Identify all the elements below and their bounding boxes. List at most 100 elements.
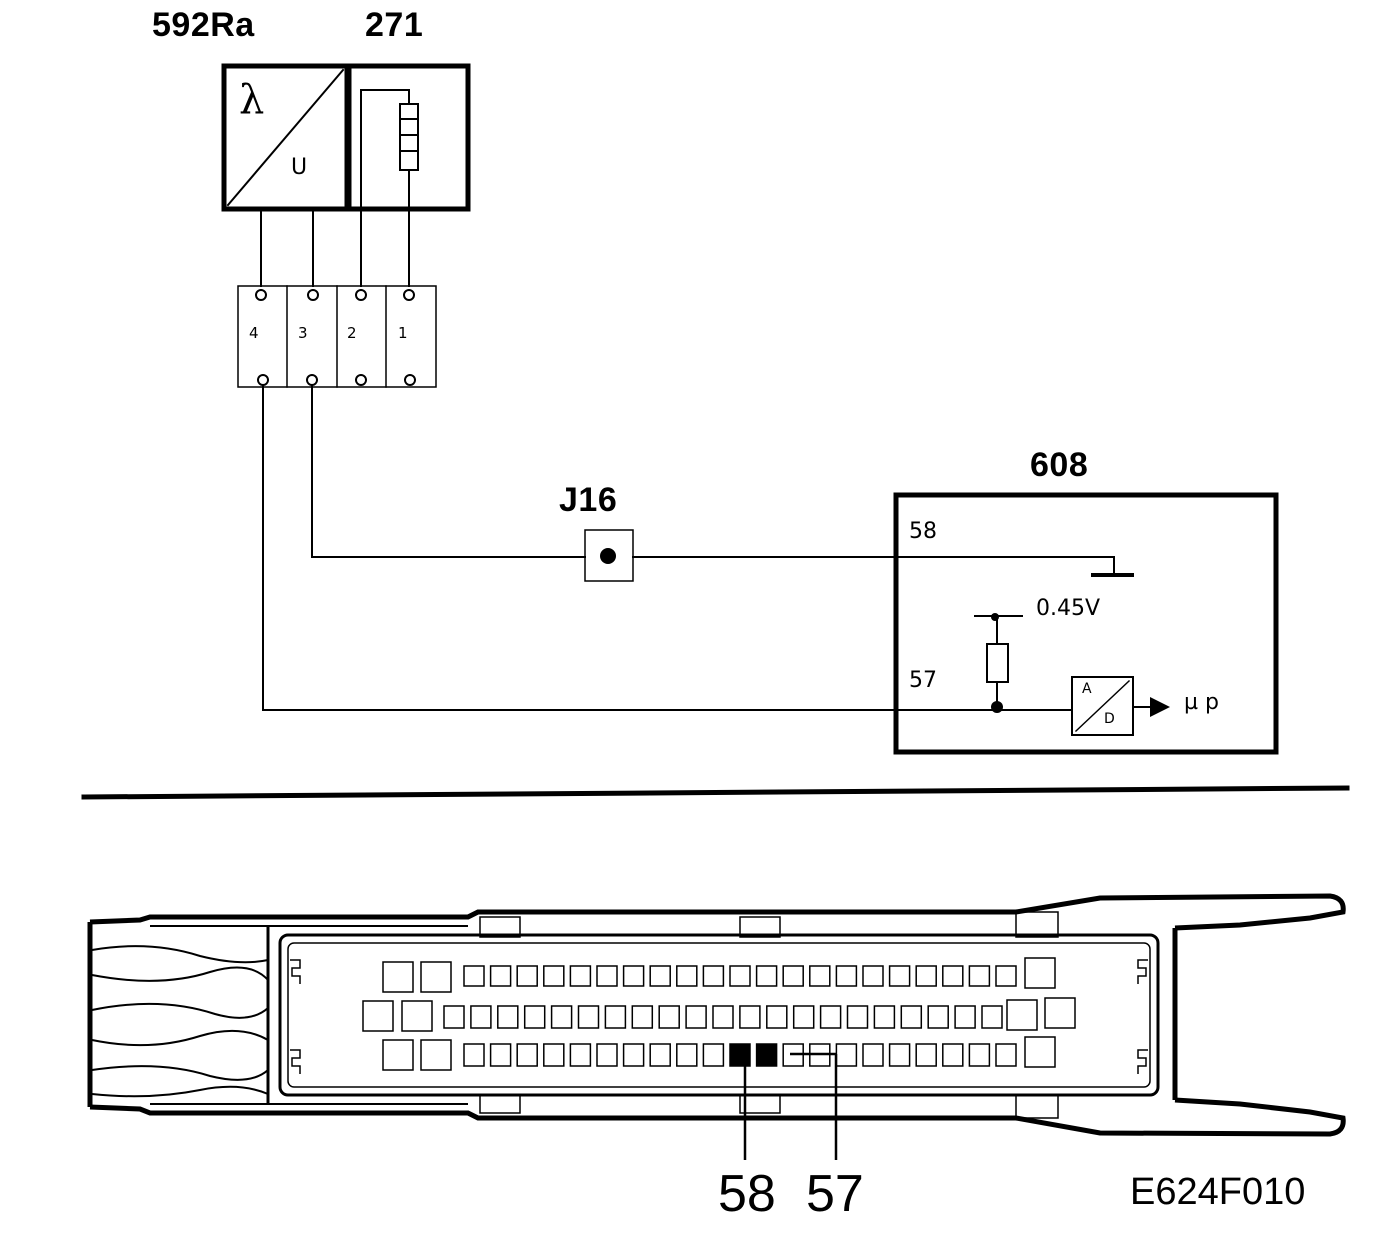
ecu-608-box — [893, 492, 1279, 755]
ecu-pin-large — [1006, 999, 1038, 1031]
section-divider — [81, 785, 1350, 800]
ecu-pin — [835, 1043, 858, 1067]
ecu-pin — [755, 965, 778, 987]
ecu-pin — [712, 1005, 734, 1029]
ecu-pin — [995, 1043, 1017, 1067]
ecu-pin-large — [420, 1039, 452, 1071]
ecu-pin-large — [1024, 1036, 1056, 1068]
ecu-pin-large — [382, 961, 414, 993]
ecu-pin — [676, 1043, 698, 1067]
ecu-pin — [604, 1005, 627, 1029]
ecu-pin-57-label: 57 — [909, 668, 937, 693]
ecu-pin — [782, 965, 804, 987]
callout-pin-57: 57 — [806, 1165, 864, 1223]
ecu-pin-large — [362, 1000, 394, 1032]
ecu-pin — [888, 965, 911, 987]
ecu-pin — [739, 1005, 761, 1029]
ecu-pin — [622, 1043, 645, 1067]
ecu-pin — [835, 965, 858, 987]
voltage-symbol: U — [291, 155, 308, 180]
ecu-pin — [942, 1043, 964, 1067]
ecu-pin — [516, 1043, 538, 1067]
ecu-pin — [569, 1043, 592, 1067]
ecu-pin — [631, 1005, 654, 1029]
adc-output-arrow — [1150, 697, 1170, 717]
ecu-pin — [577, 1005, 600, 1029]
ecu-pin — [995, 965, 1017, 987]
ecu-pin — [809, 965, 831, 987]
ecu-pin — [915, 1043, 937, 1067]
ecu-pin — [981, 1005, 1003, 1029]
ecu-pin-large — [1024, 957, 1056, 989]
ecu-pin — [550, 1005, 573, 1029]
lambda-symbol: λ — [239, 77, 265, 123]
ecu-pin-grid — [362, 957, 1076, 1071]
connector-pin-4: 4 — [249, 324, 259, 342]
ecu-pin — [685, 1005, 707, 1029]
ecu-pin — [497, 1005, 519, 1029]
ecu-pin — [470, 1005, 492, 1029]
ecu-pin — [942, 965, 964, 987]
figure-code: E624F010 — [1130, 1171, 1306, 1213]
processor-label: µ p — [1184, 690, 1219, 715]
adc-output-label: D — [1104, 711, 1115, 727]
ecu-608-label: 608 — [1030, 446, 1089, 484]
ecu-pin — [862, 965, 884, 987]
connector-pin-2: 2 — [347, 324, 357, 342]
ecu-pin — [569, 965, 592, 987]
wire-pin4-to-57 — [262, 384, 1073, 711]
ecu-pin — [489, 965, 512, 987]
sensor-diagonal — [226, 68, 345, 207]
ecu-pin — [702, 1043, 725, 1067]
ecu-pin-highlighted — [755, 1043, 778, 1067]
ecu-pin — [543, 965, 565, 987]
ecu-pullup-resistor — [986, 643, 1009, 683]
ecu-pin — [888, 1043, 911, 1067]
ecu-pin — [927, 1005, 949, 1029]
ecu-pin-58-label: 58 — [909, 519, 937, 544]
heater-resistor — [399, 103, 419, 171]
ecu-pin — [968, 1043, 991, 1067]
sensor-592ra-label: 592Ra — [152, 6, 255, 44]
ecu-pin — [489, 1043, 512, 1067]
ecu-pin — [862, 1043, 884, 1067]
ecu-pin — [873, 1005, 896, 1029]
ecu-pin-highlighted — [729, 1043, 751, 1067]
ecu-pin — [596, 1043, 618, 1067]
ecu-pin — [622, 965, 645, 987]
ecu-pin — [649, 1043, 671, 1067]
connector-pin-1: 1 — [398, 324, 408, 342]
ecu-pin — [900, 1005, 923, 1029]
ecu-pin-large — [1044, 997, 1076, 1029]
reference-voltage-label: 0.45V — [1036, 596, 1101, 621]
splice-j16-label: J16 — [559, 481, 618, 519]
ecu-pin — [702, 965, 725, 987]
ecu-pin — [729, 965, 751, 987]
ecu-pin-large — [401, 1000, 433, 1032]
ecu-pin — [443, 1005, 465, 1029]
ecu-pin — [766, 1005, 788, 1029]
ecu-pin — [463, 1043, 485, 1067]
heater-271-label: 271 — [365, 6, 424, 44]
connector-pin-3: 3 — [298, 324, 308, 342]
ecu-pin — [954, 1005, 976, 1029]
ecu-pin — [516, 965, 538, 987]
splice-j16-box — [584, 529, 634, 582]
ecu-pin — [543, 1043, 565, 1067]
ecu-pin — [846, 1005, 869, 1029]
wire-pin3-to-58 — [311, 384, 586, 558]
splice-j16-dot — [600, 548, 616, 564]
ecu-pin-large — [382, 1039, 414, 1071]
ecu-pin — [915, 965, 937, 987]
ecu-pin — [596, 965, 618, 987]
ecu-pin — [658, 1005, 680, 1029]
heater-wire-loop — [360, 89, 410, 237]
ecu-pin — [463, 965, 485, 987]
ecu-pin — [523, 1005, 546, 1029]
adc-input-label: A — [1082, 681, 1092, 697]
ecu-connector-drawing — [87, 893, 1346, 1137]
ecu-pin — [792, 1005, 815, 1029]
ecu-pin — [819, 1005, 842, 1029]
ecu-pin-large — [420, 961, 452, 993]
